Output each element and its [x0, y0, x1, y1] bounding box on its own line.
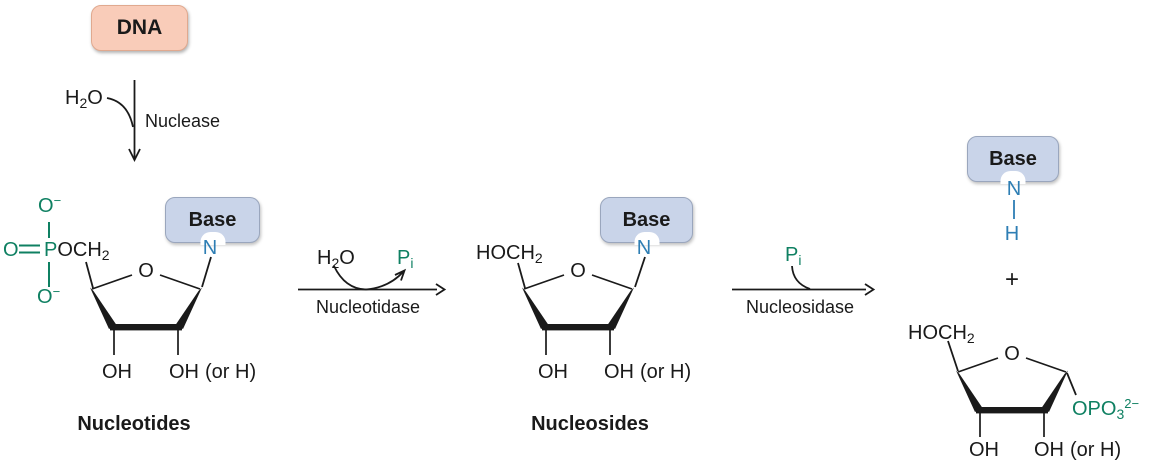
- arrowhead-right: [864, 283, 876, 296]
- nucleosidase-label: Nucleosidase: [745, 297, 855, 317]
- ring-wedge-right: [607, 287, 634, 329]
- oh-label: OH: [969, 439, 999, 461]
- nucleotidase-label: Nucleotidase: [315, 297, 421, 317]
- h2o-label: H2O: [65, 87, 103, 111]
- ring-wedge-left: [90, 287, 117, 329]
- oh-label: OH: [604, 361, 634, 383]
- n-glycosidic-bond: [201, 256, 212, 288]
- ring-bold-edge: [110, 324, 182, 331]
- opo3-label: OPO32−: [1072, 396, 1140, 422]
- n-atom: N: [202, 237, 218, 259]
- n-atom: N: [636, 237, 652, 259]
- ring-edge: [957, 357, 999, 373]
- plus-sign: +: [1004, 266, 1020, 293]
- ring-edge: [591, 274, 633, 290]
- ring-wedge-right: [175, 287, 202, 329]
- ch2-ring-bond: [517, 262, 526, 289]
- nucleosidase-reaction-arrow: [732, 265, 876, 296]
- hoch2-label: HOCH2: [908, 322, 975, 346]
- base-box-nucleotide: Base: [165, 197, 260, 245]
- base-box-nucleoside: Base: [600, 197, 693, 245]
- base-box-notch: [200, 231, 225, 245]
- ring-oxygen: O: [138, 260, 154, 282]
- pi-label: Pi: [397, 247, 414, 271]
- ring-edge: [1025, 357, 1067, 373]
- dna-label: DNA: [116, 16, 163, 39]
- or-h-label: (or H): [205, 361, 257, 383]
- base-box-notch: [634, 231, 659, 245]
- nucleotide-substituent-bonds: [85, 256, 212, 289]
- nucleoside-substituent-bonds: [517, 256, 646, 289]
- ring-oxygen: O: [570, 260, 586, 282]
- dna-box: DNA: [91, 5, 188, 51]
- ribose-ring-nucleotide: [90, 274, 202, 355]
- oh-label: OH: [1034, 439, 1064, 461]
- oh-label: OH: [538, 361, 568, 383]
- arrowhead-pi: [394, 268, 407, 281]
- phosphate-o-left: O: [3, 239, 19, 261]
- base-label: Base: [188, 208, 237, 231]
- ribose-ring-nucleoside: [522, 274, 634, 355]
- nucleotidase-reaction-arrow: [298, 265, 447, 296]
- nuclease-label: Nuclease: [145, 111, 221, 131]
- oh-label: OH: [169, 361, 199, 383]
- arrowhead-right: [435, 283, 447, 296]
- ring-bold-edge: [976, 407, 1048, 414]
- ribose-ring-ribose-phosphate: [956, 357, 1068, 437]
- opo3-bond: [1066, 372, 1077, 396]
- base-box-notch: [1000, 170, 1026, 184]
- hoch2-label: HOCH2: [476, 242, 543, 266]
- oh-label: OH: [102, 361, 132, 383]
- phosphate-o-minus-bottom: O−: [37, 284, 61, 308]
- h2o-label: H2O: [317, 247, 355, 271]
- phosphate-p-och2: POCH2: [44, 239, 110, 263]
- caption-nucleotides: Nucleotides: [77, 413, 191, 435]
- or-h-label: (or H): [1070, 439, 1122, 461]
- n-atom: N: [1006, 178, 1022, 200]
- pi-label: Pi: [785, 244, 802, 268]
- pi-entry-curve: [791, 265, 811, 290]
- ch2-ring-bond: [947, 340, 959, 372]
- n-glycosidic-bond: [634, 256, 646, 288]
- phosphorus-atom: P: [44, 239, 58, 261]
- ribose-phosphate-substituent-bonds: [947, 340, 1077, 396]
- or-h-label: (or H): [640, 361, 692, 383]
- phosphate-o-minus-top: O−: [38, 193, 62, 217]
- h-atom: H: [1004, 223, 1020, 245]
- arrowhead-down: [128, 148, 141, 163]
- phosphate-bonds: [19, 222, 50, 287]
- h2o-entry-curve: [106, 97, 134, 128]
- ring-bold-edge: [542, 324, 614, 331]
- caption-nucleosides: Nucleosides: [531, 413, 649, 435]
- ring-wedge-right: [1041, 370, 1068, 412]
- h2o-to-pi-swoosh: [333, 265, 405, 291]
- ring-oxygen: O: [1004, 343, 1020, 365]
- ch2-ring-bond: [85, 261, 94, 289]
- ring-edge: [523, 274, 565, 290]
- ring-edge: [91, 274, 133, 290]
- nuclease-reaction-arrow: [106, 80, 141, 163]
- base-box-product: Base: [967, 136, 1059, 184]
- ring-edge: [159, 274, 201, 290]
- base-label: Base: [622, 208, 671, 231]
- ring-wedge-left: [956, 370, 983, 412]
- ring-wedge-left: [522, 287, 549, 329]
- base-label: Base: [989, 147, 1037, 170]
